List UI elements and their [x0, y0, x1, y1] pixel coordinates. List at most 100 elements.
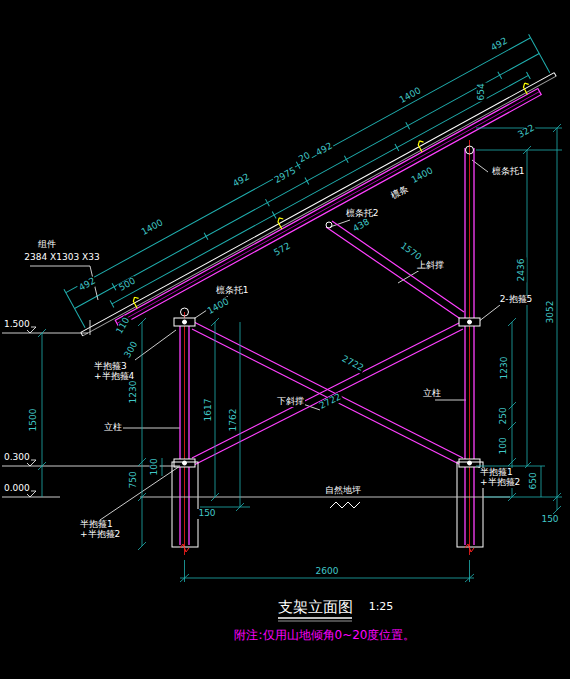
panel-assembly [132, 82, 533, 309]
part-name: 上斜撑 [416, 261, 445, 271]
panel-assembly [305, 177, 309, 184]
dimension: 2600 [315, 567, 340, 577]
panel-assembly [112, 283, 116, 290]
hoops [468, 320, 472, 324]
braces [192, 329, 463, 466]
panel-assembly [277, 216, 288, 229]
panel-assembly [522, 82, 533, 95]
dimension-lines [180, 574, 189, 582]
foundations [140, 462, 510, 552]
foundations [180, 544, 189, 552]
dimension: 150 [197, 509, 216, 519]
elevation-marks [2, 333, 88, 334]
columns [184, 312, 185, 555]
panel-assembly [526, 72, 530, 79]
dimension: 1400 [205, 297, 232, 318]
panel-assembly [117, 92, 540, 324]
leader-lines [398, 270, 420, 283]
panel-assembly [112, 75, 528, 303]
foundations [465, 544, 474, 552]
columns [464, 148, 465, 545]
part-name: 檩条 [389, 184, 411, 202]
hoops [174, 318, 195, 326]
panel-assembly [81, 73, 554, 333]
columns [180, 140, 474, 555]
leader-lines [435, 400, 466, 401]
dimension: 1762 [228, 408, 238, 433]
drawing-scale: 1:25 [368, 601, 395, 613]
panel-assembly [204, 233, 208, 240]
dimension: 2975 [272, 166, 299, 187]
dimension: 1500 [28, 408, 38, 433]
elevation: 1.500 [3, 320, 31, 330]
dimension-lines [508, 422, 516, 430]
panel-assembly [132, 296, 143, 309]
foundations [330, 502, 360, 508]
dimension-lines [508, 458, 516, 466]
leader-lines [120, 428, 180, 429]
dimension: 750 [129, 470, 139, 489]
dimension-lines [38, 462, 46, 470]
foundations [140, 497, 510, 498]
dimension-lines [138, 458, 146, 466]
dimension: 110 [115, 315, 133, 337]
drawing-title: 支架立面图 [278, 598, 353, 617]
part-spec: 2384 X1303 X33 [23, 253, 100, 263]
panel-assembly [529, 34, 550, 73]
foundations [172, 462, 198, 547]
panel-assembly [417, 139, 428, 152]
dimension: 492 [231, 172, 253, 190]
dimension: 300 [123, 339, 141, 361]
dimension-lines [211, 493, 219, 501]
braces [326, 227, 462, 320]
dimension-lines [138, 493, 146, 501]
part-name: 半抱箍1 +半抱箍2 [479, 468, 525, 488]
dimension: 20 [297, 150, 314, 165]
dimension: 100 [150, 457, 160, 476]
braces [332, 221, 464, 312]
dimension-lines [465, 574, 474, 582]
hoops [326, 222, 332, 228]
part-name: 2-抱箍5 [499, 295, 534, 305]
dimension-lines [553, 506, 561, 514]
panel-assembly [83, 76, 556, 336]
dimension: 438 [351, 217, 373, 235]
dimension-lines [38, 329, 46, 337]
leader-lines [135, 330, 176, 360]
part-name: 半抱箍1 +半抱箍2 [79, 520, 125, 540]
dimension-lines [476, 466, 545, 467]
dimension: 2436 [516, 258, 526, 283]
columns [473, 148, 474, 545]
braces [192, 221, 464, 466]
panel-assembly [64, 289, 85, 328]
braces [192, 329, 463, 466]
dimension-lines [42, 333, 43, 497]
dimension-lines [476, 128, 562, 129]
dimension: 100 [499, 436, 509, 455]
elevation: 0.000 [3, 484, 31, 494]
columns [179, 322, 180, 545]
dimension-lines [142, 322, 143, 546]
dimension: 250 [499, 406, 509, 425]
hoops [466, 146, 474, 154]
braces [192, 321, 463, 458]
panel-assembly [64, 34, 550, 328]
hoops [459, 318, 480, 326]
dimension-lines [527, 150, 528, 466]
part-name: 檩条托1 [491, 167, 526, 177]
dimension: 650 [529, 471, 539, 490]
title-underline [278, 617, 352, 619]
title-underline [278, 618, 352, 621]
dimension-lines [200, 507, 250, 508]
panel-assembly [272, 211, 276, 218]
part-name: 檩条托2 [345, 209, 380, 219]
elevation: 0.300 [3, 453, 31, 463]
hoops [174, 146, 480, 467]
leader-lines [90, 320, 91, 335]
panel-assembly [498, 72, 502, 79]
part-name: 檩条托1 [215, 286, 250, 296]
dimension: 3052 [545, 300, 555, 325]
dimension-lines [508, 318, 516, 326]
hoops [181, 308, 189, 316]
